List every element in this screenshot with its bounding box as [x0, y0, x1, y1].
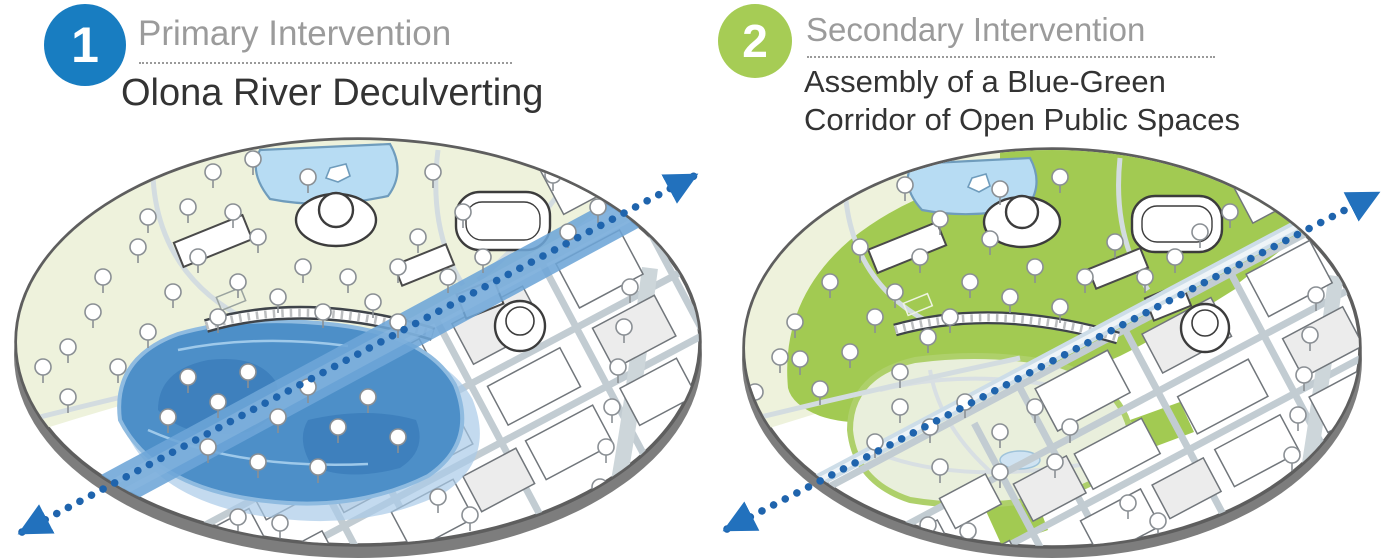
river-flow-arrow-icon — [722, 190, 1381, 533]
stadium-building — [1130, 194, 1224, 254]
primary-badge-icon: 1 — [44, 4, 126, 86]
secondary-title-line1: Assembly of a Blue-Green — [804, 64, 1166, 99]
secondary-category-label: Secondary Intervention — [806, 11, 1146, 48]
primary-dotted-divider — [139, 62, 512, 64]
secondary-badge-icon: 2 — [718, 4, 792, 78]
primary-title: Olona River Deculverting — [121, 72, 544, 114]
dome-building — [294, 191, 378, 248]
primary-map-illustration — [14, 137, 702, 558]
secondary-title-line2: Corridor of Open Public Spaces — [804, 102, 1240, 137]
primary-badge-number: 1 — [71, 17, 99, 73]
cylinder-building — [493, 299, 547, 353]
secondary-badge-number: 2 — [742, 15, 768, 67]
secondary-title: Assembly of a Blue-Green Corridor of Ope… — [804, 63, 1240, 139]
river-flow-arrow-icon — [17, 172, 699, 536]
secondary-dotted-divider — [807, 56, 1215, 58]
cylinder-building — [1179, 302, 1231, 354]
secondary-map-illustration — [722, 147, 1381, 558]
primary-category-label: Primary Intervention — [138, 14, 452, 53]
